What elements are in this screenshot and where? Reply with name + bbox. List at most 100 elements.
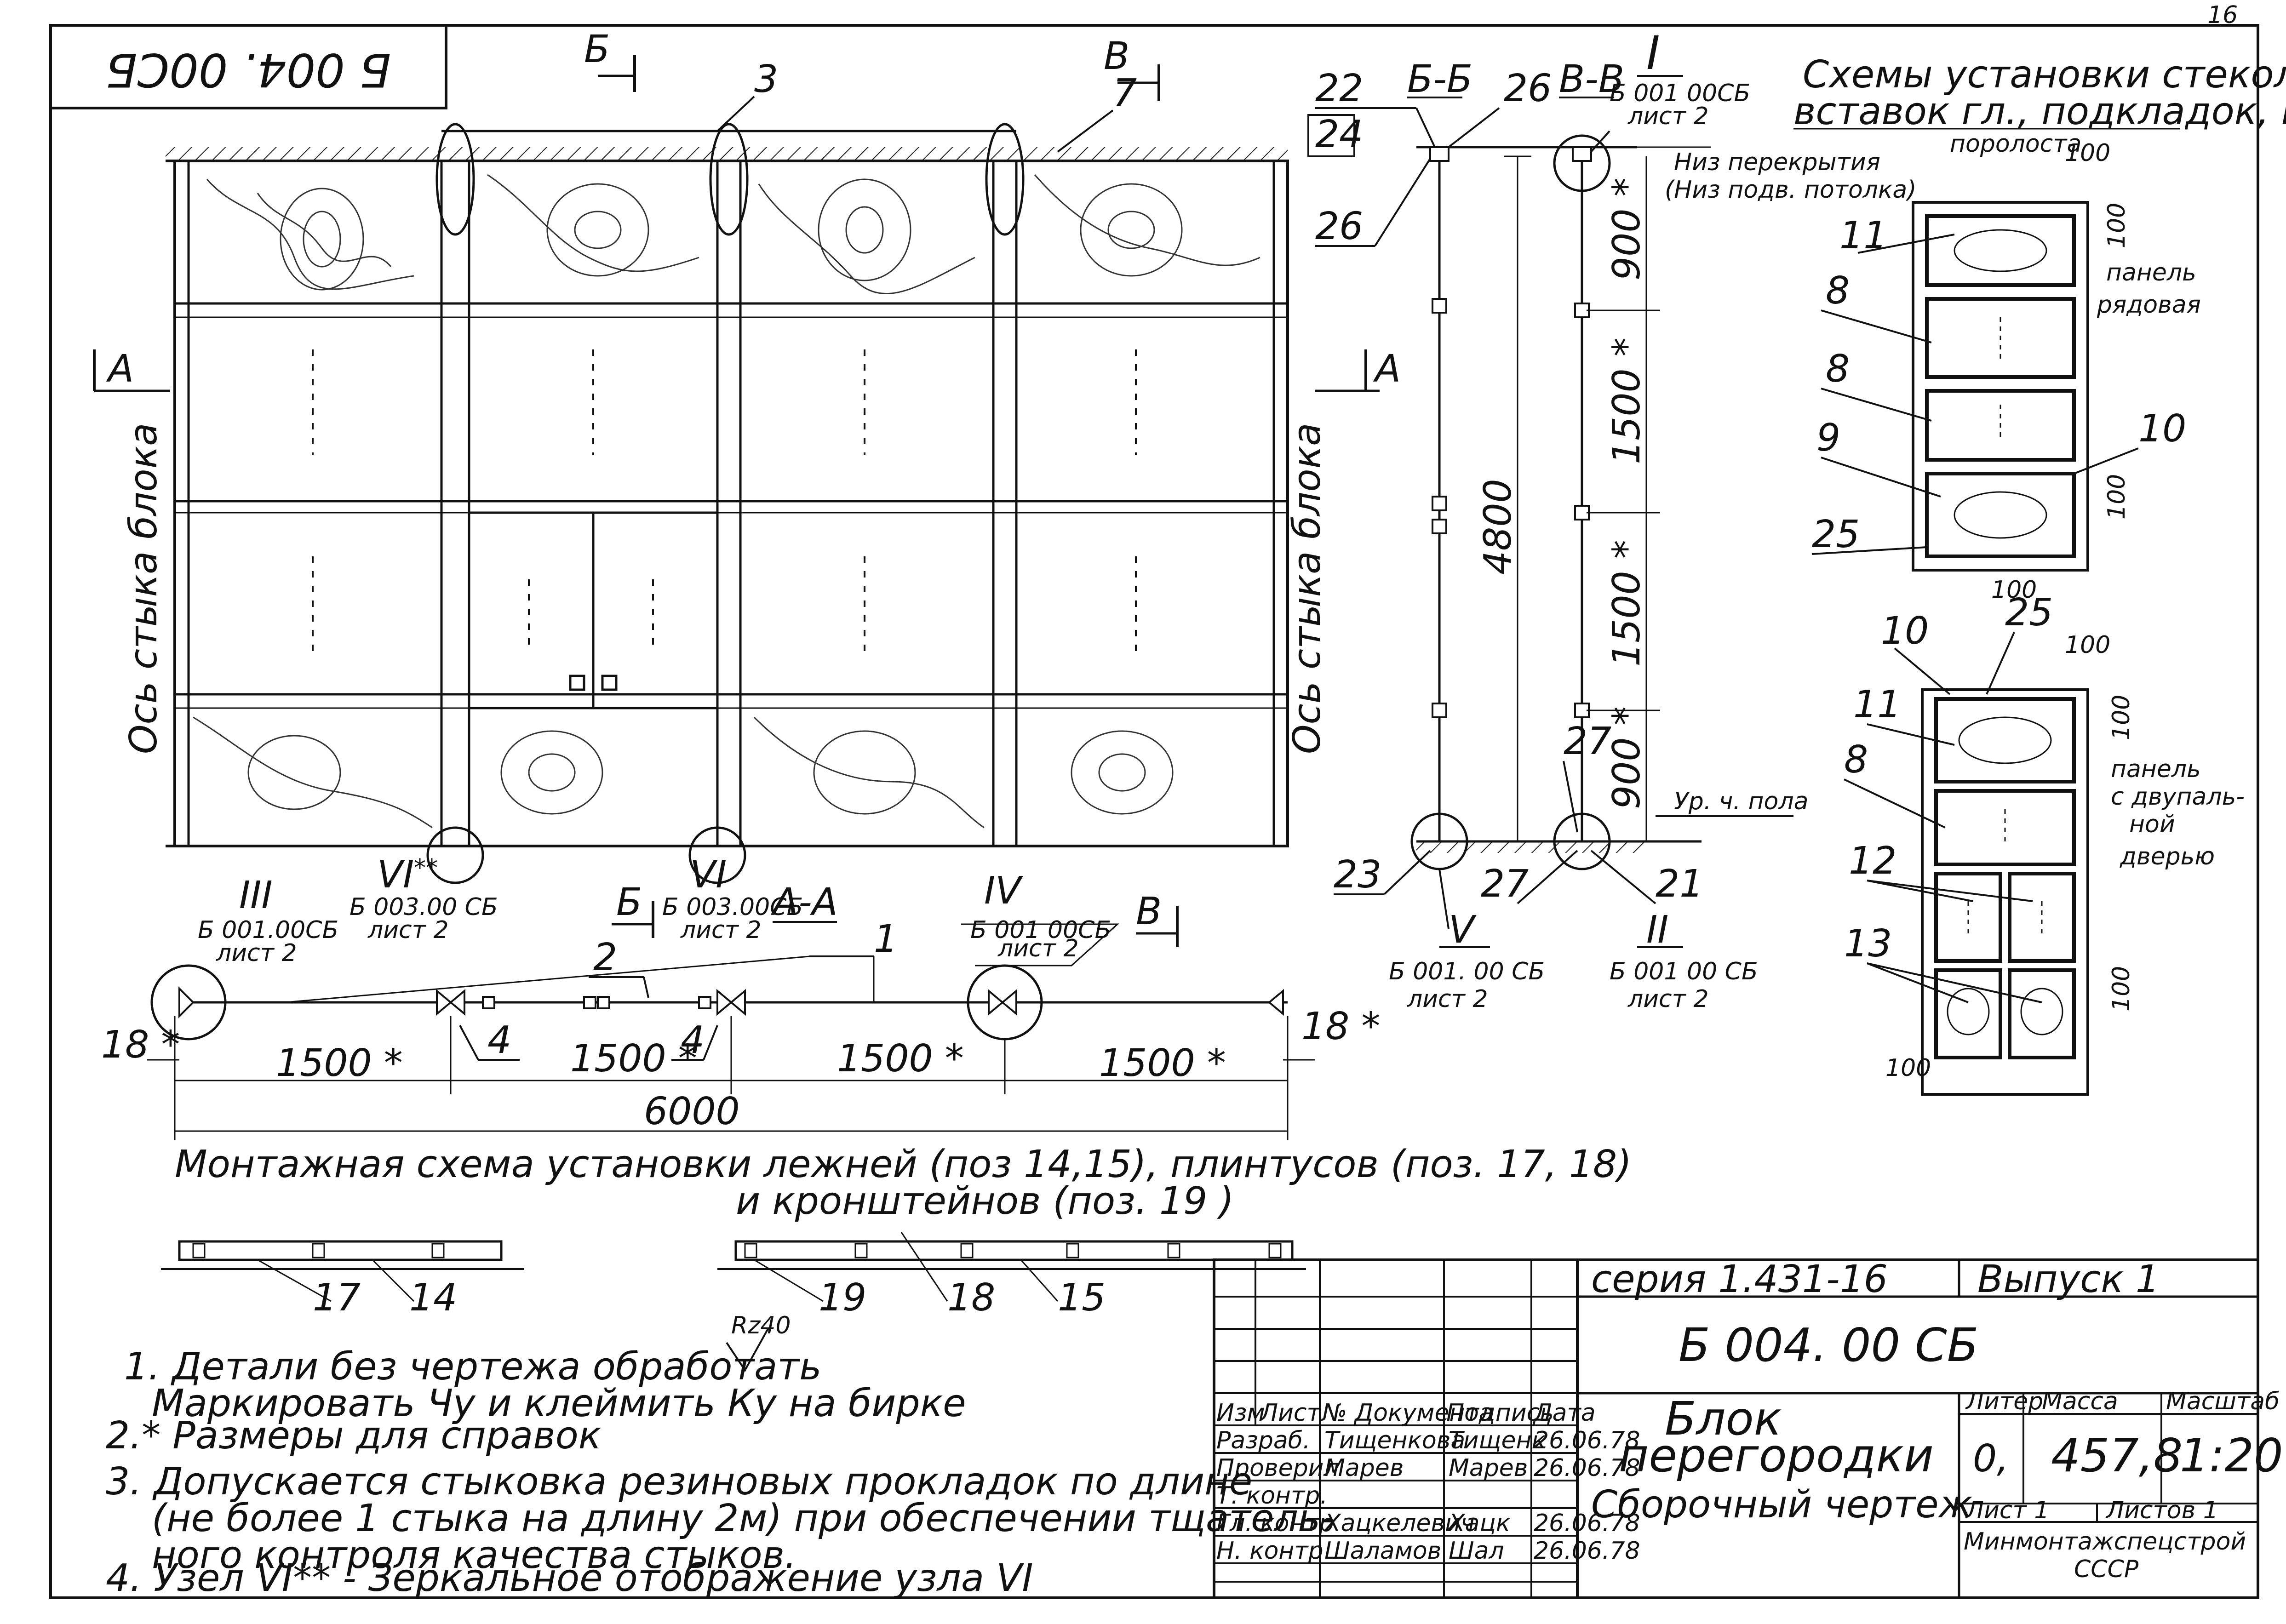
notes: Rz40 1. Детали без чертежа обработать Ма…: [106, 1312, 1334, 1600]
svg-text:900 *: 900 *: [1605, 706, 1649, 809]
svg-text:27: 27: [1564, 720, 1611, 763]
mounting-scheme: Монтажная схема установки лежней (поз 14…: [161, 1143, 1632, 1320]
svg-text:25: 25: [2005, 591, 2053, 635]
partition-elevation: 3 7 Б В А А Ось стыка блока Ось стыка бл…: [93, 28, 1401, 884]
svg-text:3. Допускается стыковка резино: 3. Допускается стыковка резиновых прокла…: [106, 1460, 1252, 1504]
svg-text:(не более 1 стыка на длину 2м): (не более 1 стыка на длину 2м) при обесп…: [152, 1497, 1334, 1540]
svg-text:21: 21: [1656, 862, 1703, 906]
svg-text:Б 003.00 СБ: Б 003.00 СБ: [349, 893, 498, 921]
svg-text:100: 100: [2103, 203, 2131, 248]
svg-text:8: 8: [1826, 347, 1850, 391]
svg-text:Т. контр.: Т. контр.: [1216, 1482, 1328, 1510]
svg-text:8: 8: [1826, 269, 1850, 313]
svg-text:Изм: Изм: [1216, 1399, 1265, 1427]
svg-text:Хацк: Хацк: [1447, 1510, 1511, 1537]
svg-text:1500 *: 1500 *: [1605, 337, 1649, 464]
svg-text:4: 4: [487, 1018, 511, 1062]
svg-text:А-А: А-А: [770, 881, 838, 924]
svg-text:26.06.78: 26.06.78: [1534, 1537, 1640, 1565]
svg-text:Разраб.: Разраб.: [1216, 1427, 1310, 1454]
svg-text:перегородки: перегородки: [1619, 1429, 1934, 1482]
svg-text:II: II: [1646, 908, 1668, 952]
svg-text:15: 15: [1058, 1276, 1106, 1320]
svg-text:Гл. контр: Гл. контр: [1216, 1510, 1334, 1537]
svg-text:Шаламов: Шаламов: [1324, 1537, 1441, 1565]
svg-text:Марев: Марев: [1449, 1454, 1528, 1482]
svg-text:6000: 6000: [644, 1090, 740, 1133]
svg-text:1. Детали без чертежа обработа: 1. Детали без чертежа обработать: [124, 1345, 822, 1389]
svg-text:26.06.78: 26.06.78: [1534, 1427, 1640, 1454]
svg-text:18 *: 18 *: [1301, 1005, 1380, 1048]
svg-text:Б 001.00СБ: Б 001.00СБ: [198, 916, 338, 944]
section-view: Б-Б В-В 22 24 26 26 23: [1307, 26, 1917, 1013]
svg-text:лист 2: лист 2: [680, 916, 762, 944]
svg-text:Дата: Дата: [1533, 1399, 1596, 1427]
svg-text:лист 2: лист 2: [1407, 985, 1488, 1013]
svg-text:Подпись: Подпись: [1446, 1399, 1554, 1427]
svg-text:с двупаль-: с двупаль-: [2111, 783, 2245, 811]
svg-text:Б 001. 00 СБ: Б 001. 00 СБ: [1389, 958, 1545, 985]
svg-text:10: 10: [1881, 609, 1929, 653]
sheet-frame: [49, 24, 2259, 1599]
svg-text:17: 17: [313, 1276, 361, 1320]
svg-text:100: 100: [2103, 474, 2131, 520]
svg-text:100: 100: [2108, 966, 2135, 1012]
svg-text:Б 004. 00СБ: Б 004. 00СБ: [106, 43, 391, 97]
svg-text:1: 1: [874, 917, 898, 961]
svg-text:Rz40: Rz40: [731, 1312, 791, 1339]
svg-text:100: 100: [2065, 139, 2110, 167]
svg-text:Б: Б: [584, 28, 610, 71]
svg-text:Ур. ч. пола: Ур. ч. пола: [1674, 788, 1808, 815]
svg-text:10: 10: [2138, 407, 2186, 451]
svg-text:2.* Размеры для справок: 2.* Размеры для справок: [106, 1414, 601, 1458]
svg-text:Марев: Марев: [1324, 1454, 1404, 1482]
svg-text:Ось стыка блока: Ось стыка блока: [122, 423, 166, 754]
svg-text:4: 4: [681, 1018, 705, 1062]
svg-text:Хацкелевич: Хацкелевич: [1323, 1510, 1475, 1537]
node-ref-vi: VI ** Б 003.00 СБ лист 2 VI Б 003.00СБ л…: [349, 853, 803, 944]
svg-text:1500 *: 1500 *: [570, 1037, 697, 1081]
svg-text:лист 2: лист 2: [1627, 985, 1709, 1013]
svg-text:19: 19: [819, 1276, 866, 1320]
svg-text:26: 26: [1315, 205, 1363, 248]
svg-text:дверью: дверью: [2120, 843, 2215, 870]
page-number: 16: [2207, 1, 2238, 29]
svg-text:Б 001 00 СБ: Б 001 00 СБ: [1610, 958, 1758, 985]
svg-text:Монтажная схема установки лежн: Монтажная схема установки лежней (поз 14…: [175, 1143, 1632, 1186]
svg-text:панель: панель: [2111, 755, 2201, 783]
svg-text:8: 8: [1844, 738, 1868, 782]
svg-text:СССР: СССР: [2074, 1555, 2139, 1583]
svg-text:14: 14: [409, 1276, 457, 1320]
svg-text:А: А: [1373, 347, 1401, 391]
svg-text:Б 001 00СБ: Б 001 00СБ: [970, 916, 1111, 944]
svg-text:1:20: 1:20: [2180, 1429, 2283, 1482]
svg-text:**: **: [414, 854, 438, 882]
svg-text:Листов 1: Листов 1: [2105, 1497, 2218, 1524]
svg-text:26: 26: [1504, 67, 1552, 110]
svg-text:Б 003.00СБ: Б 003.00СБ: [662, 893, 803, 921]
svg-text:рядовая: рядовая: [2097, 291, 2201, 319]
svg-text:9: 9: [1816, 416, 1840, 460]
svg-text:(Низ подв. потолка): (Низ подв. потолка): [1665, 176, 1917, 204]
svg-text:лист 2: лист 2: [997, 935, 1079, 962]
svg-text:100: 100: [2108, 695, 2135, 740]
svg-text:поролоста: поролоста: [1950, 130, 2081, 158]
svg-text:№ Документа: № Документа: [1321, 1399, 1494, 1427]
svg-text:Литер: Литер: [1965, 1388, 2043, 1415]
svg-text:12: 12: [1849, 839, 1896, 883]
svg-text:Лист: Лист: [1259, 1399, 1321, 1427]
svg-text:Проверил: Проверил: [1216, 1454, 1339, 1482]
svg-text:серия 1.431-16: серия 1.431-16: [1591, 1258, 1888, 1301]
svg-text:11: 11: [1853, 683, 1901, 726]
svg-text:IV: IV: [984, 869, 1023, 913]
svg-text:27: 27: [1481, 862, 1529, 906]
svg-text:панель: панель: [2106, 259, 2196, 286]
svg-text:Ось стыка блока: Ось стыка блока: [1285, 423, 1329, 754]
svg-text:Минмонтажспецстрой: Минмонтажспецстрой: [1964, 1528, 2246, 1555]
svg-text:Лист 1: Лист 1: [1965, 1497, 2049, 1524]
svg-text:18: 18: [947, 1276, 995, 1320]
plan-section-aa: Б А-А В III Б 001.00СБ лист 2 IV Б 001: [101, 869, 1380, 1140]
svg-text:4800: 4800: [1476, 479, 1520, 575]
svg-text:Выпуск 1: Выпуск 1: [1977, 1258, 2160, 1301]
